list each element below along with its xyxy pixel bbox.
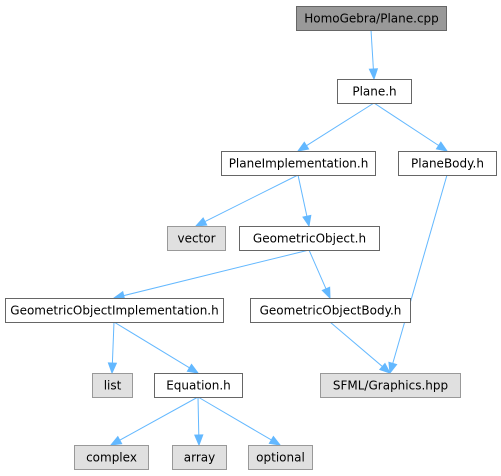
edge-line <box>111 321 115 364</box>
node-box <box>5 298 224 323</box>
node-label: SFML/Graphics.hpp <box>333 379 448 393</box>
node-label: GeometricObjectBody.h <box>260 304 402 318</box>
node-plane-body-h[interactable]: PlaneBody.h <box>398 151 497 176</box>
node-label: PlaneImplementation.h <box>229 157 369 171</box>
node-label: HomoGebra/Plane.cpp <box>304 12 439 26</box>
edges-layer <box>107 29 449 447</box>
arrowhead-icon <box>186 363 200 374</box>
node-box <box>154 373 243 398</box>
node-box <box>74 445 149 470</box>
arrowhead-icon <box>268 435 282 446</box>
edge-geom_obj_body_h-to-sfml_graphics <box>329 321 392 374</box>
arrowhead-icon <box>107 362 118 375</box>
node-sfml-graphics: SFML/Graphics.hpp <box>320 373 461 398</box>
edge-line <box>329 321 383 367</box>
edge-geom_obj_impl_h-to-list <box>107 321 118 375</box>
node-plane-h[interactable]: Plane.h <box>337 79 412 104</box>
node-root[interactable]: HomoGebra/Plane.cpp <box>296 6 447 31</box>
node-box <box>320 373 461 398</box>
edge-line <box>392 174 448 364</box>
node-label: GeometricObject.h <box>253 232 366 246</box>
edge-plane_impl_h-to-vector <box>194 174 299 227</box>
arrowhead-icon <box>302 214 312 228</box>
node-label: vector <box>177 232 215 246</box>
edge-line <box>197 396 200 436</box>
node-label: GeometricObjectImplementation.h <box>10 304 218 318</box>
node-box <box>337 79 412 104</box>
arrowhead-icon <box>378 362 392 374</box>
edge-plane_h-to-plane_body_h <box>373 102 449 152</box>
arrowhead-icon <box>194 434 204 447</box>
node-label: complex <box>86 451 137 465</box>
node-box <box>398 151 497 176</box>
node-box <box>239 226 380 251</box>
node-label: Plane.h <box>352 85 396 99</box>
node-box <box>221 151 376 176</box>
edge-line <box>204 174 299 222</box>
edge-line <box>113 321 190 369</box>
arrowhead-icon <box>109 435 123 446</box>
node-plane-impl-h[interactable]: PlaneImplementation.h <box>221 151 376 176</box>
edge-root-to-plane_h <box>368 29 379 81</box>
node-label: array <box>184 451 215 465</box>
node-optional: optional <box>248 445 313 470</box>
edge-geom_obj_impl_h-to-equation_h <box>113 321 200 374</box>
arrowhead-icon <box>388 361 398 375</box>
node-label: optional <box>256 451 305 465</box>
edge-geom_obj_h-to-geom_obj_impl_h <box>112 249 310 301</box>
edge-line <box>370 29 374 70</box>
edge-plane_body_h-to-sfml_graphics <box>388 174 448 375</box>
node-box <box>248 445 313 470</box>
node-vector: vector <box>167 226 226 251</box>
arrowhead-icon <box>435 141 449 152</box>
node-geom-obj-impl-h[interactable]: GeometricObjectImplementation.h <box>5 298 224 323</box>
node-box <box>167 226 226 251</box>
edge-line <box>306 102 375 147</box>
node-label: PlaneBody.h <box>411 157 484 171</box>
node-geom-obj-body-h[interactable]: GeometricObjectBody.h <box>250 298 411 323</box>
arrowhead-icon <box>194 217 208 227</box>
edge-line <box>373 102 439 146</box>
edge-geom_obj_h-to-geom_obj_body_h <box>308 249 331 300</box>
arrowhead-icon <box>368 68 379 81</box>
nodes-layer: HomoGebra/Plane.cppPlane.hPlaneImplement… <box>5 6 497 470</box>
edge-line <box>297 174 308 217</box>
node-label: Equation.h <box>166 379 231 393</box>
node-complex: complex <box>74 445 149 470</box>
edge-line <box>119 396 199 441</box>
edge-plane_h-to-plane_impl_h <box>296 102 375 152</box>
edge-plane_impl_h-to-geom_obj_h <box>297 174 312 228</box>
node-box <box>250 298 411 323</box>
edge-line <box>197 396 272 441</box>
edge-line <box>308 249 327 290</box>
node-array: array <box>172 445 227 470</box>
node-box <box>92 373 133 398</box>
edge-line <box>123 249 310 297</box>
edge-equation_h-to-array <box>194 396 204 447</box>
arrowhead-icon <box>296 141 310 152</box>
node-box <box>172 445 227 470</box>
node-geom-obj-h[interactable]: GeometricObject.h <box>239 226 380 251</box>
arrowhead-icon <box>321 286 331 300</box>
edge-equation_h-to-optional <box>197 396 282 446</box>
node-box <box>296 6 447 31</box>
node-equation-h[interactable]: Equation.h <box>154 373 243 398</box>
node-list: list <box>92 373 133 398</box>
node-label: list <box>104 379 122 393</box>
edge-equation_h-to-complex <box>109 396 199 446</box>
